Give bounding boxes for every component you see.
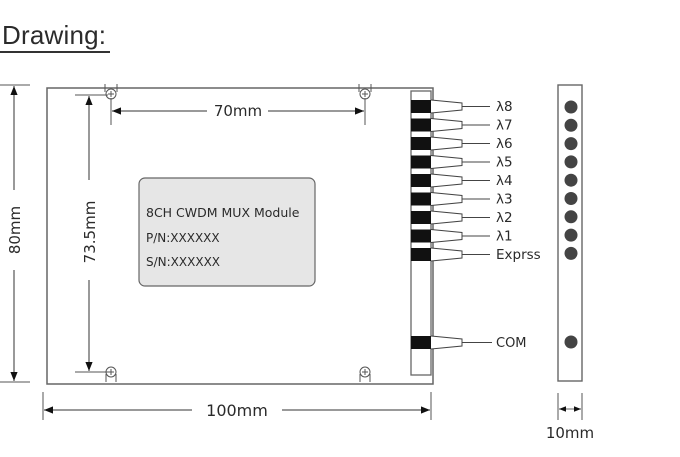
port-connector-block <box>411 174 431 187</box>
mount-hole-top-right <box>358 84 372 100</box>
dim-73-5mm: 73.5mm <box>75 94 108 373</box>
mount-hole-bottom-right <box>359 366 371 382</box>
port-connector-block <box>411 211 431 224</box>
com-port: COM <box>411 335 527 351</box>
side-view-body <box>557 84 583 382</box>
dim-100mm-label: 100mm <box>206 401 268 420</box>
side-port-dot <box>564 155 578 169</box>
mount-hole-top-left <box>104 84 118 100</box>
port-connector-block <box>411 192 431 206</box>
label-serial-number: S/N:XXXXXX <box>146 255 220 269</box>
side-port-dot <box>564 246 578 260</box>
dim-73-5mm-label: 73.5mm <box>81 201 99 264</box>
mount-hole-bottom-left <box>105 366 117 382</box>
port-7: λ1 <box>411 229 513 245</box>
fiber-boot <box>430 173 463 188</box>
port-2: λ6 <box>411 136 513 152</box>
side-port-dot <box>564 210 578 224</box>
fiber-boot <box>430 155 463 169</box>
side-port-dot <box>564 118 578 132</box>
port-4: λ4 <box>411 173 513 189</box>
port-connector-block <box>411 248 431 261</box>
port-connector-block <box>411 118 431 132</box>
fiber-boot <box>430 247 463 262</box>
port-label: λ8 <box>496 99 513 115</box>
port-label: λ6 <box>496 136 513 152</box>
side-com-dot <box>564 335 578 349</box>
label-part-number: P/N:XXXXXX <box>146 231 220 245</box>
port-connector-block <box>411 100 431 113</box>
port-8: Exprss <box>411 247 541 263</box>
label-title: 8CH CWDM MUX Module <box>146 205 300 220</box>
dim-70mm-label: 70mm <box>214 102 262 120</box>
port-label: COM <box>496 336 527 351</box>
dim-10mm: 10mm <box>546 393 594 442</box>
dim-80mm: 80mm <box>0 84 30 383</box>
heading-underline <box>0 51 110 53</box>
port-label: Exprss <box>496 247 541 263</box>
fiber-boot <box>430 229 463 243</box>
fiber-boot <box>430 335 463 350</box>
product-label: 8CH CWDM MUX Module P/N:XXXXXX S/N:XXXXX… <box>138 177 316 287</box>
side-port-dot <box>564 192 578 205</box>
port-label: λ4 <box>496 173 513 189</box>
side-port-dot <box>564 100 578 114</box>
port-label: λ5 <box>496 155 513 171</box>
side-port-dot <box>564 228 578 242</box>
side-port-dot <box>564 173 578 187</box>
fiber-boot <box>430 118 463 132</box>
port-label: λ2 <box>496 210 513 226</box>
fiber-boot <box>430 99 463 114</box>
fiber-boot <box>430 210 463 225</box>
side-port-dot <box>564 137 578 151</box>
port-5: λ3 <box>411 192 513 208</box>
port-connector-block <box>411 155 431 169</box>
port-6: λ2 <box>411 210 513 226</box>
fiber-boot <box>430 192 463 206</box>
port-label: λ3 <box>496 192 513 208</box>
port-connector-block <box>411 229 431 243</box>
port-label: λ7 <box>496 118 513 134</box>
port-connector-block <box>411 336 431 349</box>
side-view-port-dots <box>564 100 578 349</box>
fiber-boot <box>430 136 463 151</box>
dim-100mm: 100mm <box>42 392 432 420</box>
port-label: λ1 <box>496 229 513 245</box>
dim-70mm: 70mm <box>110 98 366 125</box>
port-3: λ5 <box>411 155 513 171</box>
drawing-heading: Drawing: <box>2 20 107 50</box>
port-0: λ8 <box>411 99 513 115</box>
dim-10mm-label: 10mm <box>546 424 594 442</box>
port-1: λ7 <box>411 118 513 134</box>
dim-80mm-label: 80mm <box>6 206 24 254</box>
port-connector-block <box>411 137 431 150</box>
